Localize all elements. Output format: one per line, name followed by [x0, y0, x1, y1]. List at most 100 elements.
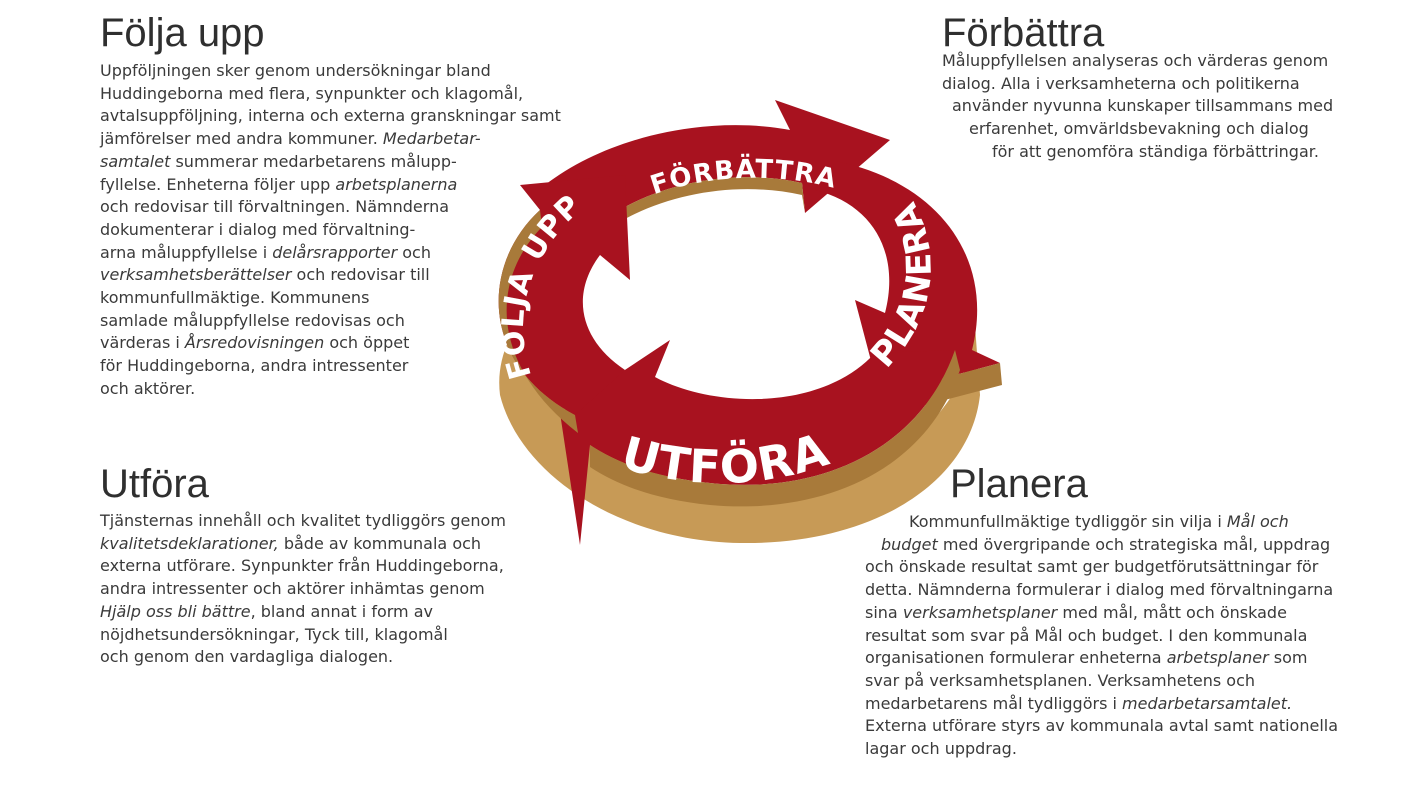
paragraph-line: dokumenterar i dialog med förvaltning-: [100, 219, 561, 242]
text-run: medarbetarens mål tydliggörs i: [865, 693, 1123, 713]
paragraph-line: budget med övergripande och strategiska …: [865, 534, 1338, 557]
paragraph-line: värderas i Årsredovisningen och öppet: [100, 332, 561, 355]
text-forbattra: Måluppfyllelsen analyseras och värderas …: [942, 50, 1333, 164]
text-run: Tjänsternas innehåll och kvalitet tydlig…: [100, 511, 506, 530]
paragraph-line: erfarenhet, omvärldsbevakning och dialog: [942, 118, 1333, 141]
text-run: värderas i: [100, 333, 185, 353]
paragraph-line: för Huddingeborna, andra intressenter: [100, 355, 561, 378]
paragraph-line: kvalitetsdeklarationer, både av kommunal…: [100, 533, 506, 556]
text-run: detta. Nämnderna formulerar i dialog med…: [865, 580, 1334, 600]
text-run: resultat som svar på Mål och budget. I d…: [865, 625, 1308, 645]
paragraph-line: Tjänsternas innehåll och kvalitet tydlig…: [100, 510, 506, 533]
italic-term: delårsrapporter: [272, 242, 398, 262]
paragraph-line: organisationen formulerar enheterna arbe…: [865, 647, 1338, 670]
text-run: för att genomföra ständiga förbättringar…: [992, 141, 1319, 161]
paragraph-line: resultat som svar på Mål och budget. I d…: [865, 625, 1338, 648]
text-run: och aktörer.: [100, 378, 196, 398]
arrow-utfora: [560, 340, 960, 545]
paragraph-line: och genom den vardagliga dialogen.: [100, 646, 506, 669]
paragraph-line: nöjdhetsundersökningar, Tyck till, klago…: [100, 624, 506, 647]
paragraph-line: samlade måluppfyllelse redovisas och: [100, 310, 561, 333]
text-run: andra intressenter och aktörer inhämtas …: [100, 579, 485, 599]
paragraph-line: externa utförare. Synpunkter från Huddin…: [100, 555, 506, 578]
text-run: dokumenterar i dialog med förvaltning-: [100, 219, 416, 239]
text-run: nöjdhetsundersökningar, Tyck till, klago…: [100, 624, 448, 644]
text-run: arna måluppfyllelse i: [100, 242, 273, 262]
heading-forbattra: Förbättra: [942, 11, 1105, 55]
paragraph-line: Hjälp oss bli bättre, bland annat i form…: [100, 601, 506, 624]
text-run: och: [397, 242, 431, 262]
paragraph-line: avtalsuppföljning, interna och externa g…: [100, 105, 561, 128]
text-run: samlade måluppfyllelse redovisas och: [100, 310, 405, 330]
text-run: externa utförare. Synpunkter från Huddin…: [100, 556, 504, 576]
text-run: avtalsuppföljning, interna och externa g…: [100, 106, 561, 126]
text-run: med mål, mått och önskade: [1057, 602, 1287, 622]
text-run: som: [1268, 648, 1308, 668]
text-run: och genom den vardagliga dialogen.: [100, 647, 394, 667]
text-run: Måluppfyllelsen analyseras och värderas …: [942, 51, 1329, 70]
heading-planera: Planera: [950, 462, 1088, 506]
text-run: , bland annat i form av: [250, 601, 433, 621]
paragraph-line: Uppföljningen sker genom undersökningar …: [100, 60, 561, 83]
italic-term: Årsredovisningen: [184, 333, 325, 353]
paragraph-line: lagar och uppdrag.: [865, 738, 1338, 761]
paragraph-line: och redovisar till förvaltningen. Nämnde…: [100, 196, 561, 219]
paragraph-line: medarbetarens mål tydliggörs i medarbeta…: [865, 693, 1338, 716]
heading-folja-upp: Följa upp: [100, 11, 265, 55]
paragraph-line: och önskade resultat samt ger budgetföru…: [865, 556, 1338, 579]
paragraph-line: fyllelse. Enheterna följer upp arbetspla…: [100, 174, 561, 197]
paragraph-line: och aktörer.: [100, 378, 561, 401]
text-run: dialog. Alla i verksamheterna och politi…: [942, 73, 1300, 93]
text-planera: Kommunfullmäktige tydliggör sin vilja i …: [865, 511, 1338, 761]
italic-term: arbetsplanerna: [335, 174, 458, 194]
italic-term: Hjälp oss bli bättre: [100, 601, 251, 621]
paragraph-line: för att genomföra ständiga förbättringar…: [942, 141, 1333, 164]
paragraph-line: samtalet summerar medarbetarens målupp-: [100, 151, 561, 174]
italic-term: kvalitetsdeklarationer,: [100, 533, 279, 553]
text-run: svar på verksamhetsplanen. Verksamhetens…: [865, 670, 1256, 690]
text-run: och redovisar till förvaltningen. Nämnde…: [100, 197, 450, 217]
italic-term: verksamhetsplaner: [902, 602, 1058, 622]
text-run: för Huddingeborna, andra intressenter: [100, 356, 409, 376]
text-run: organisationen formulerar enheterna: [865, 648, 1167, 668]
text-run: Uppföljningen sker genom undersökningar …: [100, 61, 491, 80]
italic-term: samtalet: [100, 151, 171, 171]
text-run: summerar medarbetarens målupp-: [170, 151, 457, 171]
paragraph-line: dialog. Alla i verksamheterna och politi…: [942, 73, 1333, 96]
text-run: Kommunfullmäktige tydliggör sin vilja i: [909, 512, 1227, 531]
paragraph-line: detta. Nämnderna formulerar i dialog med…: [865, 579, 1338, 602]
pdca-cycle-diagram: FÖRBÄTTRA PLANERA UTFÖRA FÖLJA UPP: [494, 100, 1002, 545]
text-run: sina: [865, 602, 903, 622]
italic-term: medarbetarsamtalet.: [1122, 693, 1293, 713]
text-run: kommunfullmäktige. Kommunens: [100, 288, 370, 308]
heading-utfora: Utföra: [100, 462, 209, 506]
text-run: och öppet: [324, 333, 410, 353]
italic-term: budget: [881, 534, 938, 554]
text-run: använder nyvunna kunskaper tillsammans m…: [952, 96, 1334, 116]
paragraph-line: Måluppfyllelsen analyseras och värderas …: [942, 50, 1333, 73]
italic-term: arbetsplaner: [1166, 648, 1269, 668]
text-folja-upp: Uppföljningen sker genom undersökningar …: [100, 60, 561, 401]
paragraph-line: svar på verksamhetsplanen. Verksamhetens…: [865, 670, 1338, 693]
text-run: både av kommunala och: [278, 533, 482, 553]
text-run: med övergripande och strategiska mål, up…: [937, 534, 1331, 554]
text-run: fyllelse. Enheterna följer upp: [100, 174, 336, 194]
text-run: och redovisar till: [291, 265, 430, 285]
italic-term: Mål och: [1226, 512, 1289, 531]
text-utfora: Tjänsternas innehåll och kvalitet tydlig…: [100, 510, 506, 669]
paragraph-line: andra intressenter och aktörer inhämtas …: [100, 578, 506, 601]
text-run: och önskade resultat samt ger budgetföru…: [865, 557, 1319, 577]
paragraph-line: Huddingeborna med flera, synpunkter och …: [100, 83, 561, 106]
paragraph-line: arna måluppfyllelse i delårsrapporter oc…: [100, 242, 561, 265]
text-run: Huddingeborna med flera, synpunkter och …: [100, 83, 524, 103]
text-run: erfarenhet, omvärldsbevakning och dialog: [969, 119, 1309, 139]
paragraph-line: använder nyvunna kunskaper tillsammans m…: [942, 95, 1333, 118]
italic-term: verksamhetsberättelser: [100, 265, 292, 285]
paragraph-line: jämförelser med andra kommuner. Medarbet…: [100, 128, 561, 151]
arrow-folja-upp: [498, 175, 630, 433]
arrow-forbattra: [545, 100, 890, 235]
text-run: Externa utförare styrs av kommunala avta…: [865, 716, 1339, 736]
text-run: lagar och uppdrag.: [865, 739, 1017, 759]
text-run: jämförelser med andra kommuner.: [100, 129, 383, 149]
italic-term: Medarbetar-: [382, 129, 481, 149]
